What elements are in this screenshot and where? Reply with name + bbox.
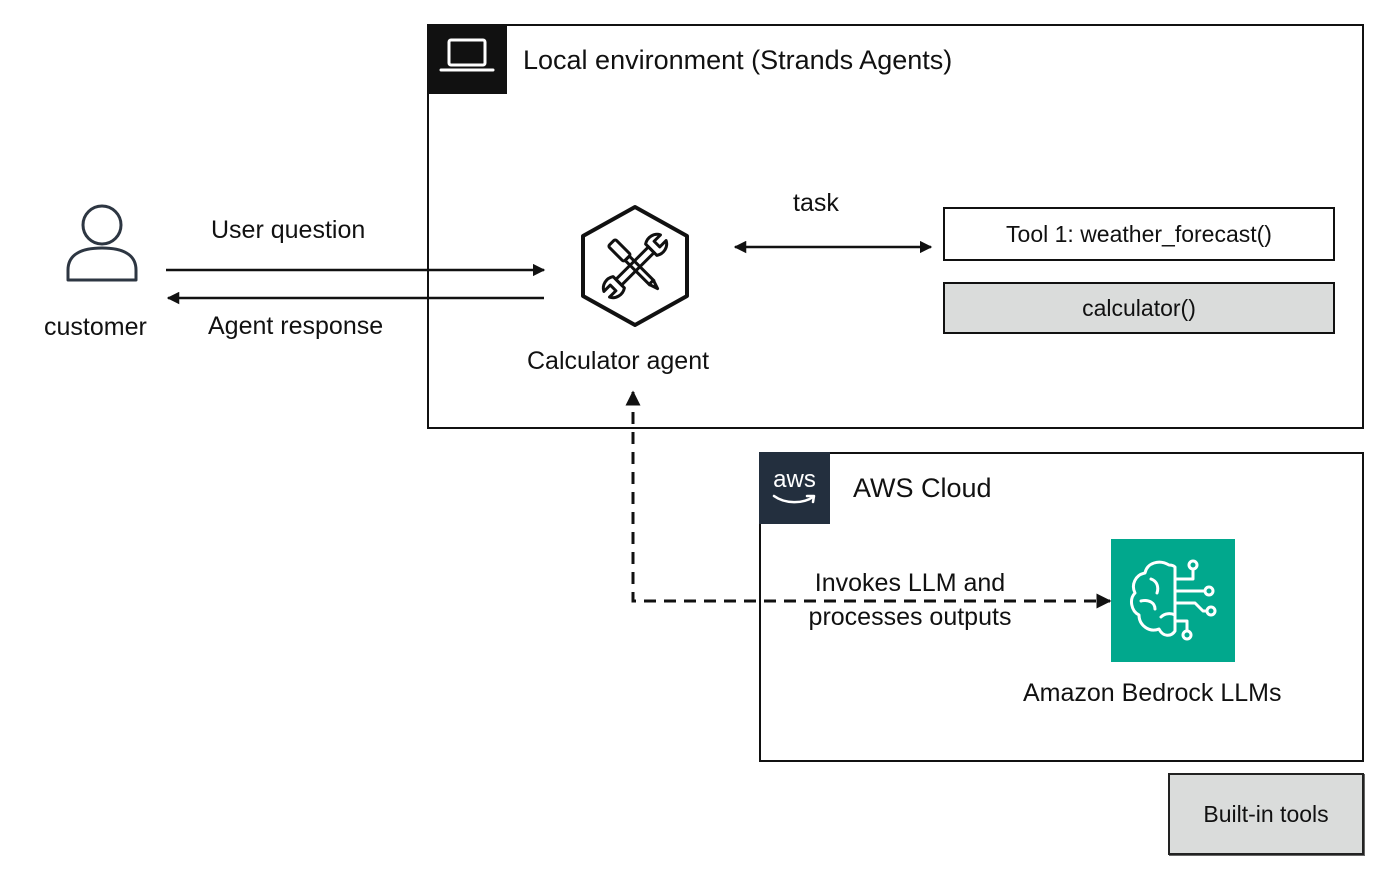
legend-builtin-tools: Built-in tools [1168, 773, 1364, 855]
tool-calculator: calculator() [943, 282, 1335, 334]
brain-circuit-icon [1111, 539, 1235, 662]
calculator-agent-label: Calculator agent [527, 347, 710, 375]
invokes-llm-arrow [625, 390, 1112, 609]
user-icon [60, 200, 144, 286]
bedrock-label: Amazon Bedrock LLMs [1023, 679, 1282, 707]
user-question-label: User question [211, 216, 366, 244]
tool-weather-forecast: Tool 1: weather_forecast() [943, 207, 1335, 261]
agent-response-label: Agent response [208, 312, 384, 340]
laptop-icon [427, 24, 507, 94]
task-label: task [793, 189, 839, 217]
customer-label: customer [44, 313, 147, 341]
local-environment-title: Local environment (Strands Agents) [523, 45, 953, 75]
tools-hexagon-icon [577, 203, 693, 329]
